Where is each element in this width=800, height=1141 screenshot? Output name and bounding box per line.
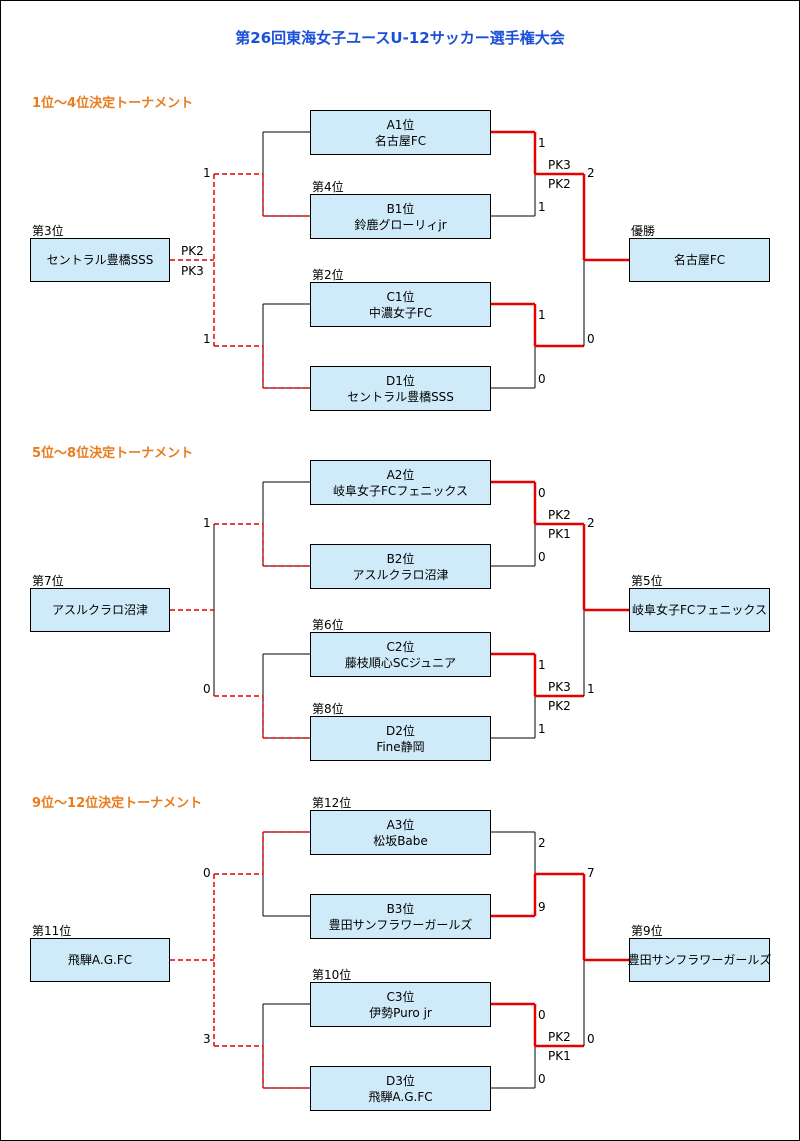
score-label: PK2	[548, 699, 571, 713]
winner-box: 名古屋FC	[629, 238, 770, 282]
loser-box: アスルクラロ沼津	[30, 588, 170, 632]
loser-box: セントラル豊橋SSS	[30, 238, 170, 282]
slot-code: C2位	[386, 639, 415, 654]
slot-box: C3位伊勢Puro jr	[310, 982, 491, 1027]
score-label: PK2	[181, 244, 204, 258]
slot-box: C2位藤枝順心SCジュニア	[310, 632, 491, 677]
score-label: PK2	[548, 1030, 571, 1044]
score-label: 2	[587, 166, 595, 180]
slot-box: B3位豊田サンフラワーガールズ	[310, 894, 491, 939]
slot-team: 飛騨A.G.FC	[368, 1089, 433, 1104]
score-label: PK1	[548, 1049, 571, 1063]
score-label: 3	[203, 1032, 211, 1046]
slot-place-label: 第8位	[312, 702, 344, 716]
score-label: PK3	[548, 680, 571, 694]
score-label: 0	[538, 1008, 546, 1022]
loser-team: アスルクラロ沼津	[51, 603, 148, 617]
loser-place-label: 第11位	[32, 924, 72, 938]
slot-code: D1位	[386, 373, 415, 388]
winner-box: 岐阜女子FCフェニックス	[629, 588, 770, 632]
score-label: 1	[538, 308, 546, 322]
score-label: 2	[538, 836, 546, 850]
slot-box: D3位飛騨A.G.FC	[310, 1066, 491, 1111]
score-label: 7	[587, 866, 595, 880]
score-label: PK2	[548, 177, 571, 191]
score-label: 1	[203, 332, 211, 346]
winner-box: 豊田サンフラワーガールズ	[627, 938, 772, 982]
slot-team: 名古屋FC	[374, 133, 427, 148]
score-label: 0	[538, 550, 546, 564]
score-label: PK2	[548, 508, 571, 522]
slot-place-label: 第6位	[312, 618, 344, 632]
winner-place-label: 優勝	[631, 224, 656, 238]
section-title: 9位～12位決定トーナメント	[32, 796, 203, 811]
loser-team: 飛騨A.G.FC	[67, 953, 133, 967]
slot-box: C1位中濃女子FC	[310, 282, 491, 327]
winner-team: 豊田サンフラワーガールズ	[627, 953, 772, 967]
slot-code: D3位	[386, 1073, 415, 1088]
score-label: PK3	[548, 158, 571, 172]
score-label: 1	[538, 200, 546, 214]
score-label: 1	[538, 722, 546, 736]
slot-team: 伊勢Puro jr	[369, 1005, 432, 1020]
score-label: 0	[203, 682, 211, 696]
winner-team: 名古屋FC	[673, 253, 726, 267]
section-title: 5位～8位決定トーナメント	[32, 446, 194, 461]
score-label: PK1	[548, 527, 571, 541]
slot-code: C3位	[386, 989, 415, 1004]
score-label: 9	[538, 900, 546, 914]
loser-team: セントラル豊橋SSS	[46, 253, 154, 267]
slot-team: アスルクラロ沼津	[352, 567, 449, 582]
slot-code: A1位	[386, 117, 415, 132]
score-label: 0	[538, 1072, 546, 1086]
winner-place-label: 第9位	[631, 924, 663, 938]
slot-team: 岐阜女子FCフェニックス	[333, 483, 468, 498]
winner-place-label: 第5位	[631, 574, 663, 588]
score-label: 1	[203, 166, 211, 180]
section-title: 1位～4位決定トーナメント	[32, 96, 194, 111]
score-label: 0	[587, 332, 595, 346]
page-title: 第26回東海女子ユースU-12サッカー選手権大会	[235, 29, 565, 47]
score-label: PK3	[181, 264, 204, 278]
slot-code: A2位	[386, 467, 415, 482]
slot-box: D1位セントラル豊橋SSS	[310, 366, 491, 411]
slot-box: B1位鈴鹿グローリィjr	[310, 194, 491, 239]
score-label: 1	[538, 136, 546, 150]
score-label: 0	[538, 486, 546, 500]
slot-team: 鈴鹿グローリィjr	[354, 217, 447, 232]
winner-team: 岐阜女子FCフェニックス	[632, 603, 767, 617]
loser-place-label: 第3位	[32, 224, 64, 238]
slot-code: B1位	[386, 201, 415, 216]
slot-code: D2位	[386, 723, 415, 738]
score-label: 0	[538, 372, 546, 386]
slot-place-label: 第4位	[312, 180, 344, 194]
score-label: 1	[538, 658, 546, 672]
slot-code: C1位	[386, 289, 415, 304]
loser-place-label: 第7位	[32, 574, 64, 588]
loser-box: 飛騨A.G.FC	[30, 938, 170, 982]
slot-team: 松坂Babe	[373, 833, 428, 848]
slot-place-label: 第2位	[312, 268, 344, 282]
slot-code: B3位	[386, 901, 415, 916]
slot-team: 藤枝順心SCジュニア	[344, 655, 457, 670]
slot-box: A1位名古屋FC	[310, 110, 491, 155]
slot-place-label: 第10位	[312, 968, 352, 982]
slot-team: セントラル豊橋SSS	[347, 389, 454, 404]
slot-box: A2位岐阜女子FCフェニックス	[310, 460, 491, 505]
score-label: 1	[587, 682, 595, 696]
slot-place-label: 第12位	[312, 796, 352, 810]
slot-team: Fine静岡	[376, 739, 425, 754]
score-label: 2	[587, 516, 595, 530]
score-label: 0	[203, 866, 211, 880]
slot-code: B2位	[386, 551, 415, 566]
slot-box: B2位アスルクラロ沼津	[310, 544, 491, 589]
slot-team: 豊田サンフラワーガールズ	[328, 917, 473, 932]
slot-team: 中濃女子FC	[368, 305, 433, 320]
score-label: 0	[587, 1032, 595, 1046]
score-label: 1	[203, 516, 211, 530]
slot-code: A3位	[386, 817, 415, 832]
slot-box: A3位松坂Babe	[310, 810, 491, 855]
